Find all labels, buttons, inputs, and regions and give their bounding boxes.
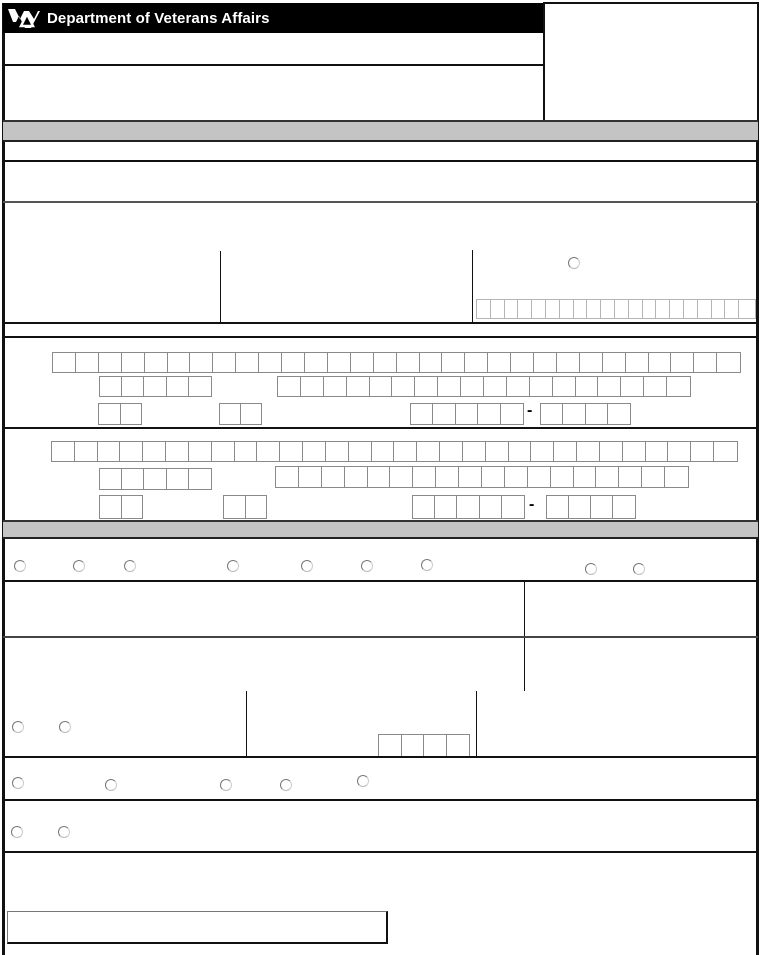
header-top-right [543, 2, 759, 4]
row-rule [3, 756, 758, 758]
address-1-country-boxes[interactable] [219, 403, 262, 425]
column-divider [472, 250, 473, 323]
row-rule [3, 636, 758, 638]
address-2-zip-ext-boxes[interactable] [546, 495, 636, 519]
column-divider [246, 691, 247, 756]
address-1-street-boxes[interactable] [52, 352, 741, 373]
radio-button[interactable] [357, 775, 369, 787]
form-subtitle-area [5, 66, 542, 119]
address-1-city-boxes[interactable] [277, 376, 691, 397]
row-rule [3, 580, 758, 582]
id-number-boxes[interactable] [476, 299, 756, 319]
radio-button[interactable] [280, 779, 292, 791]
row-rule [3, 336, 758, 338]
signature-field[interactable] [7, 911, 388, 944]
field-cell[interactable] [5, 582, 523, 635]
radio-button[interactable] [12, 721, 24, 733]
field-cell[interactable] [5, 638, 523, 690]
header-divider [543, 3, 545, 121]
address-2-state-boxes[interactable] [99, 495, 143, 519]
column-divider [476, 691, 477, 756]
field-cell-left[interactable] [5, 250, 219, 322]
address-1-zip-ext-boxes[interactable] [540, 403, 631, 425]
va-seal-logo-icon [8, 9, 40, 28]
radio-button[interactable] [58, 826, 70, 838]
field-cell-middle[interactable] [222, 250, 471, 322]
radio-button[interactable] [227, 560, 239, 572]
form-number-box [546, 5, 756, 118]
radio-button[interactable] [301, 560, 313, 572]
radio-button[interactable] [124, 560, 136, 572]
column-divider [220, 251, 221, 323]
address-2-street-boxes[interactable] [51, 441, 738, 462]
section-1-banner [3, 120, 758, 142]
radio-button[interactable] [59, 721, 71, 733]
radio-button[interactable] [73, 560, 85, 572]
address-2-city-boxes[interactable] [275, 466, 689, 488]
address-1-state-boxes[interactable] [98, 403, 142, 425]
row-rule [3, 201, 758, 203]
header-rule [3, 64, 544, 66]
radio-button[interactable] [633, 563, 645, 575]
row-rule [3, 799, 758, 801]
zip-separator: - [527, 402, 533, 419]
radio-button[interactable] [14, 560, 26, 572]
radio-button[interactable] [12, 777, 24, 789]
address-1-unit-boxes[interactable] [99, 376, 212, 397]
section-2-banner [3, 520, 758, 539]
form-title-area [5, 34, 542, 63]
address-2-unit-boxes[interactable] [99, 468, 212, 490]
radio-button[interactable] [585, 563, 597, 575]
field-row-2[interactable] [5, 162, 755, 200]
agency-header: Department of Veterans Affairs [3, 3, 543, 33]
radio-button[interactable] [568, 257, 580, 269]
radio-button[interactable] [220, 779, 232, 791]
field-cell[interactable] [526, 638, 756, 690]
address-1-zip-boxes[interactable] [410, 403, 524, 425]
field-row-1[interactable] [5, 143, 755, 159]
frame-left-border [2, 3, 5, 955]
radio-button[interactable] [421, 559, 433, 571]
row-rule [3, 160, 758, 162]
address-2-zip-boxes[interactable] [412, 495, 525, 519]
field-cell[interactable] [478, 692, 755, 755]
row-rule [3, 322, 758, 324]
agency-name: Department of Veterans Affairs [47, 9, 270, 27]
radio-button[interactable] [105, 779, 117, 791]
radio-button[interactable] [11, 826, 23, 838]
address-2-country-boxes[interactable] [223, 495, 267, 519]
radio-button[interactable] [361, 560, 373, 572]
row-rule [3, 851, 758, 853]
zip-separator: - [529, 496, 535, 513]
field-cell[interactable] [526, 582, 756, 635]
number-boxes[interactable] [378, 734, 470, 757]
header-right-edge [757, 2, 759, 122]
row-rule [3, 427, 758, 429]
